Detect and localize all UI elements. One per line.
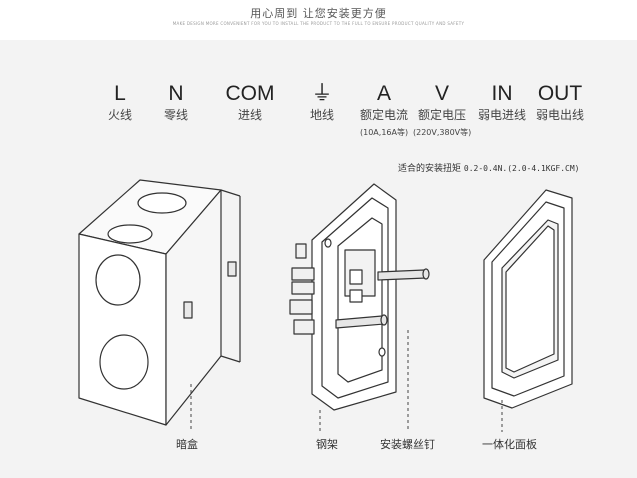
voltage-note: (220V,380V等) [413,128,472,137]
terminal-label: 火线 [107,108,132,122]
terminal-label: 地线 [309,108,334,122]
terminal-label: 额定电流 [359,108,408,122]
terminal-in: IN 弱电进线 [474,82,530,123]
terminal-v: V 额定电压 [414,82,470,123]
terminal-symbol: N [168,82,184,105]
part-label-screw: 安装螺丝钉 [380,438,435,451]
terminal-label: 额定电压 [417,108,466,122]
header-title: 用心周到 让您安装更方便 [250,7,387,20]
terminal-com: COM 进线 [222,82,278,123]
terminal-label: 进线 [237,108,262,122]
ground-icon: ⏚ [311,82,333,105]
terminal-n: N 零线 [160,82,192,123]
steel-frame-drawing [289,183,397,411]
terminal-label: 弱电进线 [477,108,526,122]
terminal-a: A 额定电流 [356,82,412,123]
torque-value: 0.2-0.4N.(2.0-4.1KGF.CM) [463,164,580,173]
terminal-symbol: L [114,82,126,105]
current-note: (10A,16A等) [360,128,409,137]
terminal-symbol: A [376,82,391,105]
panel-drawing [483,189,573,409]
terminal-symbol: COM [225,82,275,105]
torque-spec: 适合的安装扭矩 0.2-0.4N.(2.0-4.1KGF.CM) [398,161,579,174]
terminal-symbol: IN [491,82,513,105]
terminal-symbol: V [434,82,449,105]
terminal-symbol: OUT [537,82,583,105]
back-box-drawing [78,179,241,426]
terminal-l: L 火线 [104,82,136,123]
part-label-panel: 一体化面板 [482,438,537,451]
part-label-frame: 钢架 [316,438,338,451]
header-subtitle: MAKE DESIGN MORE CONVENIENT FOR YOU TO I… [172,21,465,26]
terminal-label: 零线 [163,108,188,122]
terminal-ground: ⏚ 地线 [304,82,340,123]
header-band: 用心周到 让您安装更方便 MAKE DESIGN MORE CONVENIENT… [0,0,637,40]
screw-drawing [335,268,430,329]
part-label-box: 暗盒 [176,438,198,451]
torque-label: 适合的安装扭矩 [398,164,462,174]
terminal-out: OUT 弱电出线 [532,82,588,123]
terminal-label: 弱电出线 [535,108,584,122]
